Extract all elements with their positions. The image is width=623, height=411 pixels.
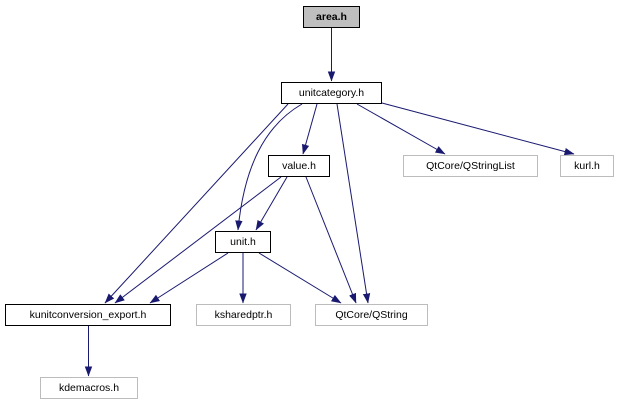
- node-kunitconversion-export-h[interactable]: kunitconversion_export.h: [5, 304, 171, 326]
- edge-unit-h-to-qtcore-qstring: [258, 252, 342, 304]
- node-unit-h[interactable]: unit.h: [215, 231, 271, 253]
- edge-unitcategory-h-to-kunitconversion-export-h: [104, 103, 289, 304]
- node-kdemacros-h: kdemacros.h: [40, 377, 138, 399]
- node-kurl-h: kurl.h: [560, 155, 614, 177]
- edge-unitcategory-h-to-qtcore-qstring: [336, 103, 371, 304]
- edge-value-h-to-unit-h: [255, 176, 288, 231]
- edge-unitcategory-h-to-qtcore-qstringlist: [356, 103, 446, 155]
- edge-unitcategory-h-to-kurl-h: [381, 102, 575, 156]
- node-ksharedptr-h: ksharedptr.h: [196, 304, 291, 326]
- node-value-h[interactable]: value.h: [268, 155, 330, 177]
- node-qtcore-qstringlist: QtCore/QStringList: [403, 155, 538, 177]
- edge-unitcategory-h-to-value-h: [301, 103, 318, 155]
- edge-unit-h-to-kunitconversion-export-h: [149, 252, 229, 304]
- node-area-h: area.h: [303, 6, 360, 28]
- node-qtcore-qstring: QtCore/QString: [315, 304, 428, 326]
- node-unitcategory-h[interactable]: unitcategory.h: [281, 82, 382, 104]
- edge-value-h-to-qtcore-qstring: [305, 176, 357, 304]
